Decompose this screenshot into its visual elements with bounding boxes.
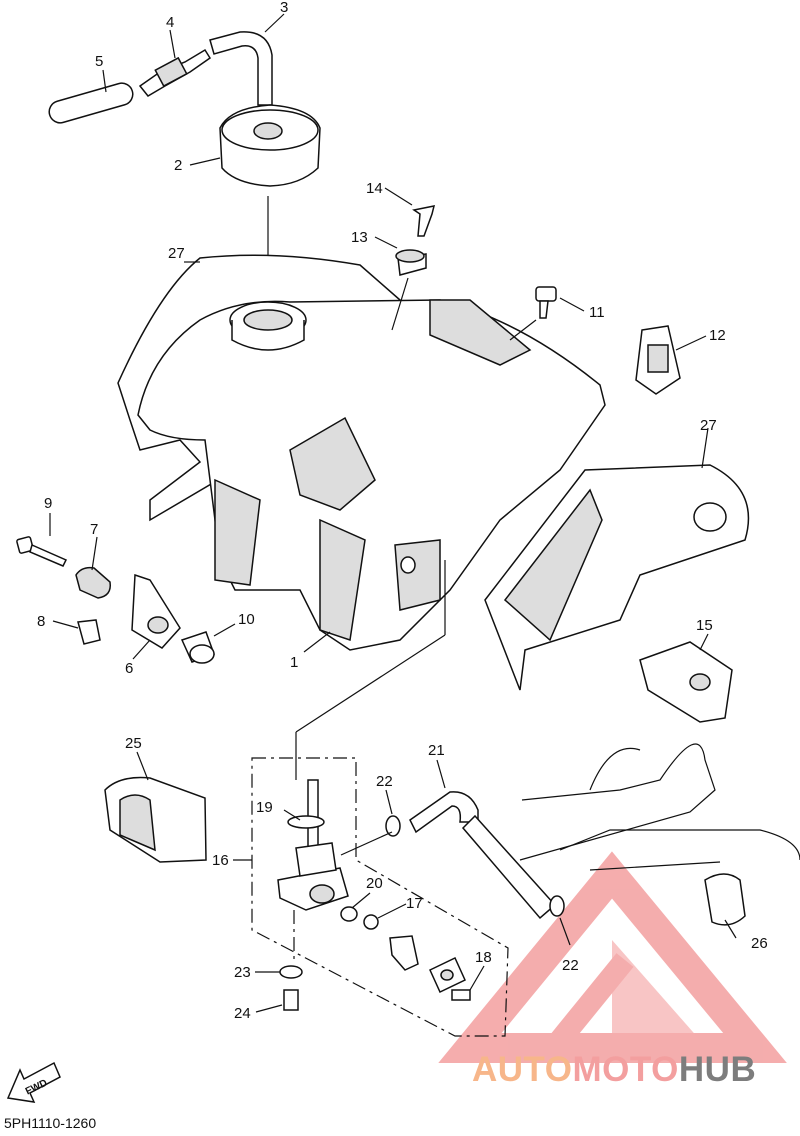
part-o-ring-17	[363, 914, 379, 930]
callout-20: 20	[366, 875, 383, 892]
callout-5: 5	[95, 53, 103, 70]
callout-10: 10	[238, 611, 255, 628]
callout-23: 23	[234, 964, 251, 981]
callout-25: 25	[125, 735, 142, 752]
callout-14: 14	[366, 180, 383, 197]
part-screen-20	[340, 906, 358, 922]
part-fitting-4	[138, 48, 212, 97]
part-clip-22b	[549, 895, 565, 917]
watermark-part-3: HUB	[678, 1050, 757, 1089]
part-fuel-cap-2	[219, 104, 321, 187]
part-guard-25	[104, 776, 207, 863]
part-collar-10	[180, 631, 215, 664]
part-clip-22a	[385, 815, 401, 837]
part-fuel-cock-16	[277, 779, 349, 911]
callout-24: 24	[234, 1005, 251, 1022]
part-fuel-tank-1	[137, 299, 606, 651]
diagram-code: 5PH1110-1260	[4, 1115, 97, 1131]
frame-outline	[519, 743, 800, 871]
watermark-part-2: MOTO	[572, 1050, 679, 1089]
callout-3: 3	[280, 0, 288, 16]
callout-13: 13	[351, 229, 368, 246]
part-hose-21	[409, 791, 557, 920]
callout-16: 16	[212, 852, 229, 869]
part-damper-7	[75, 566, 111, 599]
part-bolt-8	[77, 619, 101, 645]
part-collar-13	[395, 249, 427, 276]
part-bent-hose-3	[209, 31, 273, 106]
part-clip-12	[635, 325, 681, 395]
part-o-ring-19	[287, 815, 325, 829]
part-collar-26	[704, 873, 746, 926]
callout-4: 4	[166, 14, 174, 31]
callout-12: 12	[709, 327, 726, 344]
callout-8: 8	[37, 613, 45, 630]
watermark-part-1: AUTO	[472, 1050, 573, 1089]
callout-27-left: 27	[168, 245, 185, 262]
part-screw-18	[451, 989, 471, 1001]
callout-2: 2	[174, 157, 182, 174]
part-bolt-9	[16, 536, 68, 567]
callout-9: 9	[44, 495, 52, 512]
part-holder-15	[639, 641, 733, 723]
callout-11: 11	[589, 304, 605, 321]
part-shroud-27-right	[484, 464, 750, 691]
part-lever	[389, 935, 419, 971]
callout-1: 1	[290, 654, 298, 671]
part-bracket-6	[131, 573, 181, 649]
callout-19: 19	[256, 799, 273, 816]
forward-arrow-icon: FWD	[6, 1061, 61, 1103]
callout-27-right: 27	[700, 417, 717, 434]
callout-21: 21	[428, 742, 445, 759]
watermark-logo-icon	[438, 851, 787, 1063]
leader-lines	[49, 13, 737, 1013]
part-bolt-11	[535, 286, 557, 319]
assembly-boundary-16	[251, 757, 509, 1037]
part-washer-23	[279, 965, 303, 979]
callout-6: 6	[125, 660, 133, 677]
part-bolt-14	[412, 205, 436, 237]
part-plate	[429, 956, 466, 994]
watermark-text: AUTOMOTOHUB	[472, 1050, 756, 1090]
callout-17: 17	[406, 895, 423, 912]
callout-22-top: 22	[376, 773, 393, 790]
callout-15: 15	[696, 617, 713, 634]
callout-26: 26	[751, 935, 768, 952]
callout-18: 18	[475, 949, 492, 966]
part-screw-24	[283, 989, 299, 1011]
part-hose-5	[48, 82, 134, 124]
callout-22-bottom: 22	[562, 957, 579, 974]
callout-7: 7	[90, 521, 98, 538]
